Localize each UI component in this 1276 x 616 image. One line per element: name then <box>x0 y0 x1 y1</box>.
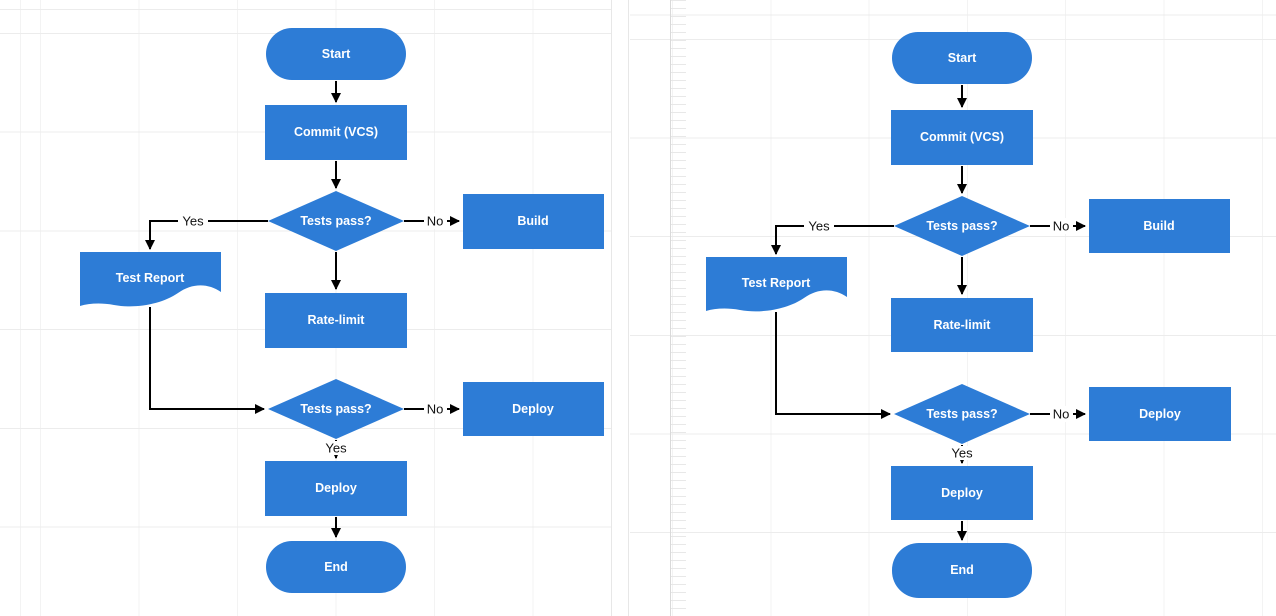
edge-label-no2: No <box>424 401 447 417</box>
svg-text:No: No <box>427 402 444 417</box>
edge-label-no1: No <box>424 213 447 229</box>
node-deploy-alt[interactable]: Deploy <box>1089 387 1231 441</box>
edge-label-no2: No <box>1050 406 1073 422</box>
flowchart-canvas-right: Yes No No Yes Start Commit (VCS) <box>630 0 1276 616</box>
node-end-label: End <box>324 560 348 574</box>
node-start-label: Start <box>322 47 351 61</box>
node-build-label: Build <box>1143 219 1174 233</box>
node-commit[interactable]: Commit (VCS) <box>891 110 1033 165</box>
node-rate-limit-label: Rate-limit <box>934 318 992 332</box>
svg-text:No: No <box>1053 219 1070 234</box>
node-decision2-label: Tests pass? <box>300 402 371 416</box>
node-rate-limit[interactable]: Rate-limit <box>891 298 1033 352</box>
node-commit[interactable]: Commit (VCS) <box>265 105 407 160</box>
node-end[interactable]: End <box>892 543 1032 598</box>
edge-decision1-testreport <box>145 220 268 250</box>
node-commit-label: Commit (VCS) <box>920 130 1004 144</box>
node-build[interactable]: Build <box>1089 199 1230 253</box>
node-decision1-label: Tests pass? <box>926 219 997 233</box>
edge-label-yes1: Yes <box>178 212 208 229</box>
node-deploy-label: Deploy <box>941 486 983 500</box>
node-decision1[interactable]: Tests pass? <box>268 191 404 251</box>
node-decision2[interactable]: Tests pass? <box>268 379 404 439</box>
node-build-label: Build <box>517 214 548 228</box>
edge-label-no1: No <box>1050 218 1073 234</box>
node-rate-limit[interactable]: Rate-limit <box>265 293 407 348</box>
node-deploy[interactable]: Deploy <box>265 461 407 516</box>
node-commit-label: Commit (VCS) <box>294 125 378 139</box>
canvas-ruler-ticks <box>671 0 686 616</box>
node-rate-limit-label: Rate-limit <box>308 313 366 327</box>
panel-divider-line <box>611 0 612 616</box>
node-start[interactable]: Start <box>892 32 1032 84</box>
svg-text:Yes: Yes <box>951 446 973 461</box>
node-deploy[interactable]: Deploy <box>891 466 1033 520</box>
node-test-report-label: Test Report <box>742 276 811 290</box>
flowchart-canvas-left: Yes No No Yes Start Commit (VCS) <box>0 0 611 616</box>
edge-label-yes2: Yes <box>321 441 351 456</box>
node-deploy-alt-label: Deploy <box>512 402 554 416</box>
node-start[interactable]: Start <box>266 28 406 80</box>
svg-text:Yes: Yes <box>325 441 347 456</box>
edge-label-yes1: Yes <box>804 217 834 234</box>
edge-label-yes2: Yes <box>947 446 977 461</box>
node-decision1-label: Tests pass? <box>300 214 371 228</box>
node-deploy-alt[interactable]: Deploy <box>463 382 604 436</box>
svg-text:Yes: Yes <box>182 214 204 229</box>
edge-decision1-testreport <box>771 225 894 255</box>
node-start-label: Start <box>948 51 977 65</box>
node-test-report[interactable]: Test Report <box>706 257 847 312</box>
node-end-label: End <box>950 563 974 577</box>
canvas-edge-line <box>670 0 671 616</box>
flowchart-right: Yes No No Yes Start Commit (VCS) <box>706 32 1231 598</box>
edge-testreport-decision2 <box>149 307 265 414</box>
node-decision2-label: Tests pass? <box>926 407 997 421</box>
node-deploy-label: Deploy <box>315 481 357 495</box>
node-test-report[interactable]: Test Report <box>80 252 221 307</box>
node-build[interactable]: Build <box>463 194 604 249</box>
panel-divider-line <box>628 0 629 616</box>
node-decision1[interactable]: Tests pass? <box>894 196 1030 256</box>
node-test-report-label: Test Report <box>116 271 185 285</box>
svg-text:Yes: Yes <box>808 219 830 234</box>
node-end[interactable]: End <box>266 541 406 593</box>
node-decision2[interactable]: Tests pass? <box>894 384 1030 444</box>
svg-text:No: No <box>427 214 444 229</box>
svg-text:No: No <box>1053 407 1070 422</box>
edge-testreport-decision2 <box>775 312 891 419</box>
node-deploy-alt-label: Deploy <box>1139 407 1181 421</box>
flowchart-left: Yes No No Yes Start Commit (VCS) <box>80 28 604 593</box>
